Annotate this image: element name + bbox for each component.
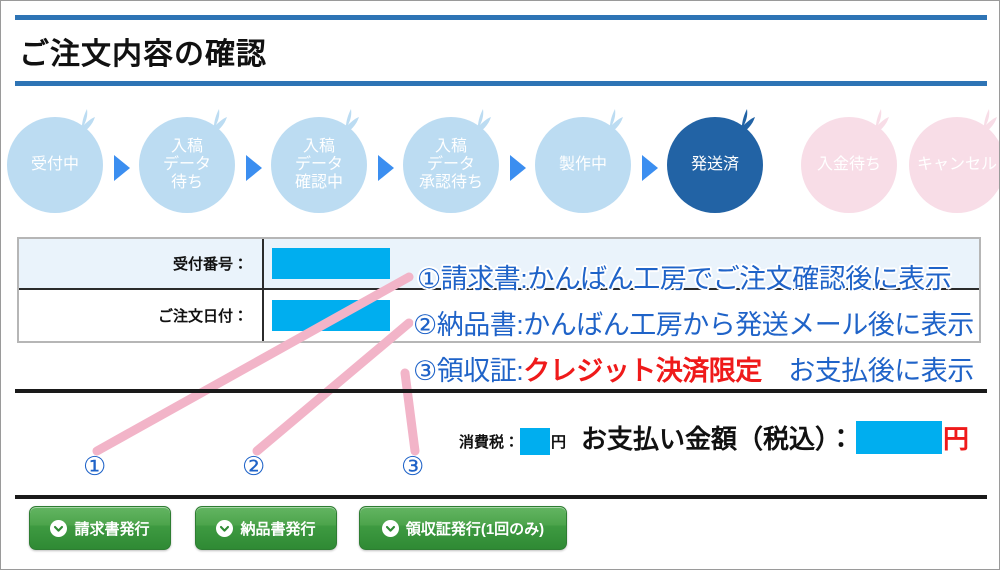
annotation-red-text: クレジット決済限定	[523, 356, 762, 386]
consumption-tax-yen: 円	[551, 434, 567, 451]
consumption-tax-block: 消費税： 円	[459, 428, 566, 455]
divider-upper	[15, 389, 987, 393]
redacted-consumption-tax	[520, 428, 551, 455]
table-row: 受付番号：	[19, 239, 979, 290]
step-label: 入稿データ承認待ち	[418, 138, 483, 191]
annotation-text: 納品書:かんばん工房から発送メール後に表示	[436, 310, 975, 340]
annotation-marker: ①	[417, 264, 441, 294]
consumption-tax-label: 消費税：	[459, 434, 520, 451]
annotation-suffix: お支払後に表示	[761, 356, 974, 386]
issue-delivery-note-button[interactable]: 納品書発行	[195, 506, 337, 550]
step-nyukin-machi: 入金待ち	[801, 109, 901, 213]
step-arrow-2	[246, 155, 262, 181]
step-label: 製作中	[558, 156, 607, 174]
order-number-label: 受付番号：	[172, 256, 248, 273]
total-amount-yen: 円	[943, 424, 970, 454]
chevron-down-circle-icon	[216, 519, 234, 537]
step-label: 発送済	[690, 156, 739, 174]
step-label: 入稿データ待ち	[162, 138, 211, 191]
divider-lower	[15, 495, 987, 499]
total-amount-block: お支払い金額（税込）： 円	[581, 419, 969, 456]
step-arrow-4	[510, 155, 526, 181]
cell-divider	[262, 239, 264, 288]
issue-receipt-button[interactable]: 領収証発行(1回のみ)	[359, 506, 567, 550]
step-hassouzumi-active: 発送済	[667, 109, 767, 213]
total-amount-label: お支払い金額（税込）：	[581, 424, 855, 454]
annotation-prefix: 領収証:	[436, 356, 524, 386]
step-nyuko-data-kakuninchu: 入稿データ確認中	[271, 109, 371, 213]
redacted-total-amount	[856, 421, 943, 454]
step-nyuko-data-machi: 入稿データ待ち	[139, 109, 239, 213]
button-label: 納品書発行	[240, 520, 316, 538]
step-nyuko-data-shonin-machi: 入稿データ承認待ち	[403, 109, 503, 213]
annotation-delivery-note: ②納品書:かんばん工房から発送メール後に表示	[413, 303, 974, 342]
annotation-marker: ②	[413, 310, 437, 340]
page-title: ご注文内容の確認	[19, 38, 267, 71]
chevron-down-circle-icon	[50, 519, 68, 537]
step-label: 入金待ち	[816, 156, 881, 174]
step-seisakuchu: 製作中	[535, 109, 635, 213]
redacted-order-number	[272, 248, 390, 279]
button-label: 領収証発行(1回のみ)	[405, 520, 545, 538]
step-label: キャンセル	[916, 156, 997, 174]
button-label: 請求書発行	[74, 520, 150, 538]
order-date-label: ご注文日付：	[157, 308, 248, 325]
issue-invoice-button[interactable]: 請求書発行	[29, 506, 171, 550]
annotation-marker: ③	[413, 356, 437, 386]
annotation-receipt: ③領収証:クレジット決済限定 お支払後に表示	[413, 349, 974, 388]
header-rule-top	[15, 15, 987, 20]
step-arrow-5	[642, 155, 658, 181]
step-arrow-1	[114, 155, 130, 181]
step-label: 受付中	[30, 156, 79, 174]
callout-marker-2: ②	[242, 451, 266, 481]
chevron-down-circle-icon	[381, 519, 399, 537]
step-arrow-3	[378, 155, 394, 181]
step-cancel: キャンセル	[909, 109, 999, 213]
redacted-order-date	[272, 300, 390, 331]
annotation-invoice: ①請求書:かんばん工房でご注文確認後に表示	[417, 257, 952, 296]
header-rule-bottom	[15, 81, 987, 86]
step-uketsukechu: 受付中	[7, 109, 107, 213]
annotation-text: 請求書:かんばん工房でご注文確認後に表示	[440, 264, 952, 294]
callout-marker-3: ③	[401, 451, 425, 481]
callout-marker-1: ①	[83, 451, 107, 481]
order-status-stepper: 受付中 入稿データ待ち 入稿データ確認中 入稿データ承認待ち 製作中 発送済	[1, 109, 999, 221]
step-label: 入稿データ確認中	[294, 138, 343, 191]
